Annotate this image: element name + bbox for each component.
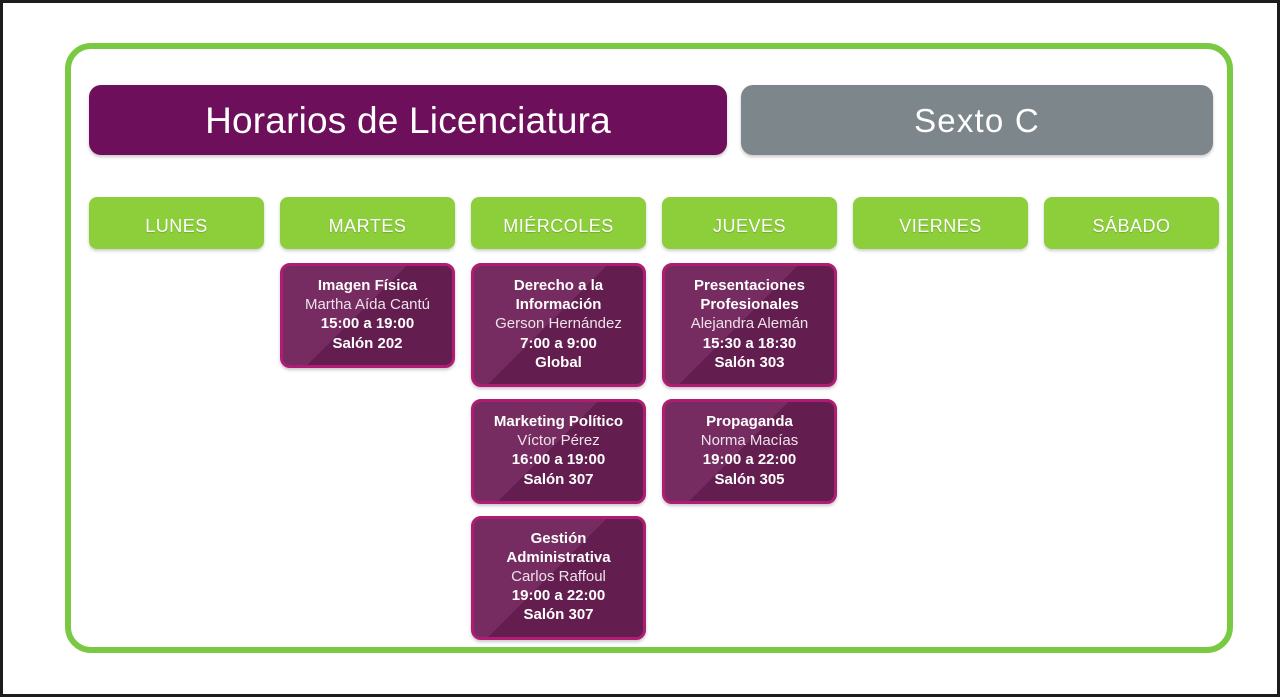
class-title: Derecho a la Información — [513, 277, 604, 314]
page-title: Horarios de Licenciatura — [205, 99, 611, 141]
day-header-button[interactable]: Lunes — [89, 197, 264, 249]
class-room: Salón 307 — [523, 470, 594, 488]
header-row: Horarios de Licenciatura Sexto C — [89, 85, 1213, 155]
class-teacher: Gerson Hernández — [495, 315, 622, 333]
day-header-button[interactable]: Jueves — [662, 197, 837, 249]
day-column-jueves: JuevesPresentaciones ProfesionalesAlejan… — [662, 197, 837, 640]
class-room: Salón 303 — [714, 353, 785, 371]
class-time: 16:00 a 19:00 — [511, 451, 606, 469]
class-title: Imagen Física — [317, 277, 418, 294]
day-header-label: Jueves — [712, 208, 787, 238]
day-header-label: Sábado — [1092, 208, 1171, 238]
day-header-label: Lunes — [145, 208, 208, 238]
class-teacher: Víctor Pérez — [517, 432, 600, 450]
day-column-miercoles: MiércolesDerecho a la InformaciónGerson … — [471, 197, 646, 640]
class-room: Salón 305 — [714, 470, 785, 488]
class-title: Propaganda — [706, 412, 793, 430]
group-label: Sexto C — [914, 101, 1040, 139]
day-column-viernes: Viernes — [853, 197, 1028, 640]
class-title: Gestión Administrativa — [506, 529, 611, 566]
class-time: 19:00 a 22:00 — [702, 451, 797, 469]
class-time: 7:00 a 9:00 — [520, 334, 597, 352]
class-teacher: Alejandra Alemán — [690, 315, 809, 333]
group-badge: Sexto C — [741, 85, 1213, 155]
day-header-button[interactable]: Viernes — [853, 197, 1028, 249]
day-header-button[interactable]: Miércoles — [471, 197, 646, 249]
class-title: Marketing Político — [493, 412, 624, 430]
day-header-button[interactable]: Sábado — [1044, 197, 1219, 249]
schedule-frame: Horarios de Licenciatura Sexto C LunesMa… — [65, 43, 1233, 653]
class-room: Salón 202 — [332, 334, 403, 352]
class-title: Presentaciones Profesionales — [694, 277, 805, 314]
class-time: 15:30 a 18:30 — [702, 334, 797, 352]
class-teacher: Norma Macías — [700, 432, 799, 450]
day-column-lunes: Lunes — [89, 197, 264, 640]
page-title-bar: Horarios de Licenciatura — [89, 85, 727, 155]
class-room: Global — [535, 353, 582, 371]
class-teacher: Carlos Raffoul — [511, 568, 606, 586]
day-column-sabado: Sábado — [1044, 197, 1219, 640]
class-time: 19:00 a 22:00 — [511, 587, 606, 605]
class-teacher: Martha Aída Cantú — [304, 296, 431, 314]
day-header-label: Viernes — [899, 208, 982, 238]
day-header-button[interactable]: Martes — [280, 197, 455, 249]
class-time: 15:00 a 19:00 — [320, 315, 415, 333]
day-header-label: Miércoles — [503, 208, 614, 238]
class-room: Salón 307 — [523, 606, 594, 624]
day-header-label: Martes — [328, 208, 407, 238]
